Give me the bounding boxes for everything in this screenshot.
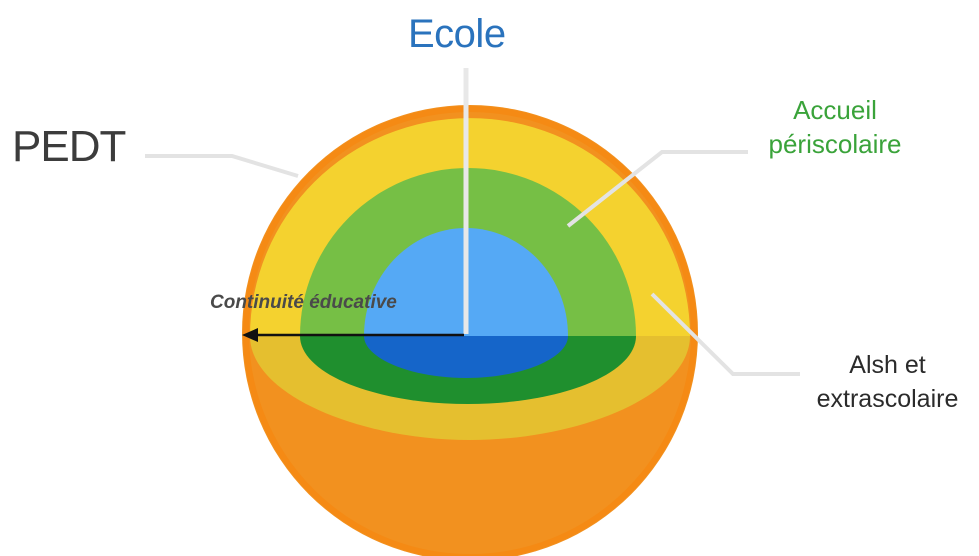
accueil-label-line1: Accueil [793, 95, 877, 125]
accueil-label-line2: périscolaire [768, 129, 902, 159]
alsh-extrascolaire-label: Alsh et extrascolaire [800, 348, 975, 416]
accueil-leader-line [566, 150, 748, 228]
alsh-label-line2: extrascolaire [816, 385, 959, 413]
alsh-leader-line [650, 292, 800, 376]
pedt-label: PEDT [12, 122, 126, 171]
ecole-core-layer-lower [364, 336, 568, 378]
pedt-leader-line [145, 154, 299, 178]
continuite-arrowhead [242, 328, 258, 342]
accueil-periscolaire-label: Accueil périscolaire [760, 93, 910, 161]
alsh-label-line1: Alsh et [849, 351, 926, 379]
ecole-label: Ecole [408, 12, 506, 56]
continuite-educative-label: Continuité éducative [210, 292, 397, 313]
